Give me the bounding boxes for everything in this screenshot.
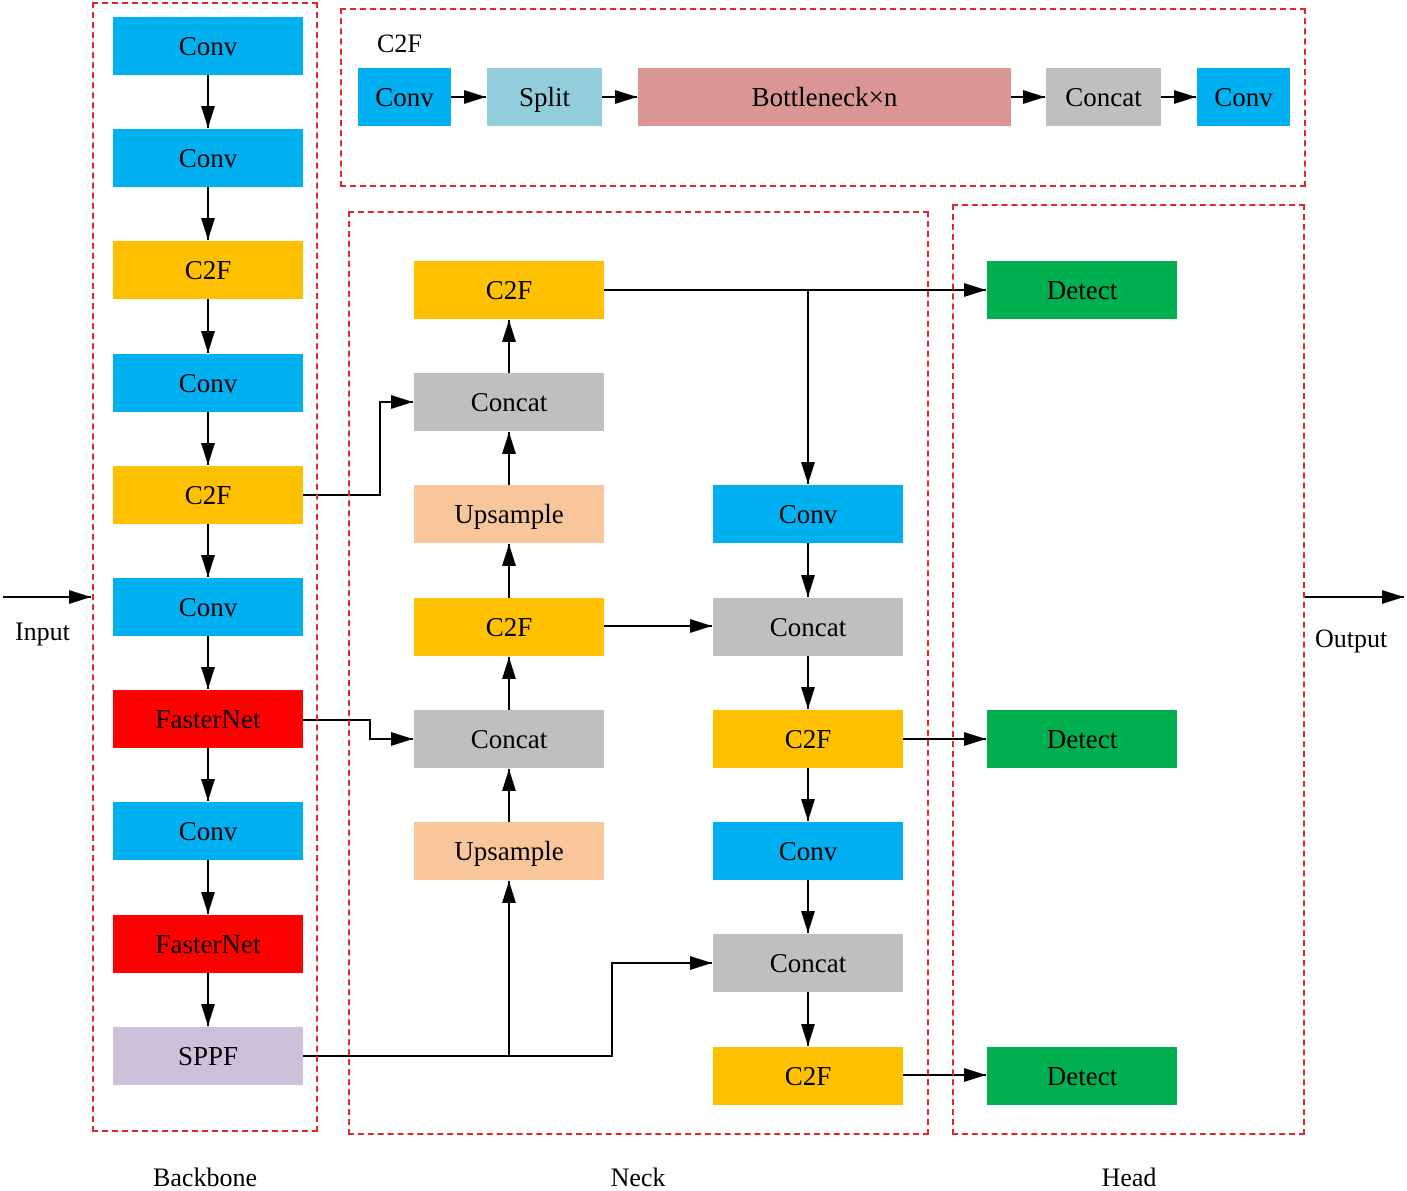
neck-concat-lower: Concat — [414, 710, 604, 768]
head-detect-2: Detect — [987, 710, 1177, 768]
neck-upsample-lower: Upsample — [414, 822, 604, 880]
c2f-legend-group — [340, 8, 1306, 187]
input-label: Input — [15, 617, 70, 646]
sppf-output-line — [303, 956, 712, 1057]
head-detect-1: Detect — [987, 261, 1177, 319]
c2f-legend-title: C2F — [377, 29, 422, 58]
neck-upsample-upper: Upsample — [414, 485, 604, 543]
output-label: Output — [1315, 624, 1388, 653]
legend-conv-out-block: Conv — [1197, 68, 1290, 126]
backbone-c2f-to-neck-concat-upper — [303, 395, 413, 496]
backbone-fasternet-to-neck-concat-lower — [303, 719, 413, 746]
neck-c2f-middle: C2F — [414, 598, 604, 656]
backbone-fasternet-2: FasterNet — [113, 915, 303, 973]
neck-c2f-top: C2F — [414, 261, 604, 319]
legend-concat-block: Concat — [1046, 68, 1161, 126]
backbone-conv-3: Conv — [113, 354, 303, 412]
neck-title: Neck — [610, 1163, 666, 1191]
legend-conv-in-block: Conv — [358, 68, 451, 126]
head-group — [952, 204, 1305, 1135]
neck-c2f-right-bottom: C2F — [713, 1047, 903, 1105]
backbone-c2f-2: C2F — [113, 466, 303, 524]
neck-conv-upper: Conv — [713, 485, 903, 543]
legend-bottleneck-block: Bottleneck×n — [638, 68, 1011, 126]
neck-concat-right-lower: Concat — [713, 934, 903, 992]
backbone-c2f-1: C2F — [113, 241, 303, 299]
backbone-title: Backbone — [153, 1163, 257, 1191]
backbone-group — [92, 2, 318, 1132]
legend-split-block: Split — [487, 68, 602, 126]
head-detect-3: Detect — [987, 1047, 1177, 1105]
neck-conv-lower: Conv — [713, 822, 903, 880]
head-title: Head — [1101, 1163, 1157, 1191]
backbone-conv-4: Conv — [113, 578, 303, 636]
backbone-conv-5: Conv — [113, 802, 303, 860]
neck-group — [348, 211, 929, 1135]
neck-concat-upper: Concat — [414, 373, 604, 431]
backbone-fasternet-1: FasterNet — [113, 690, 303, 748]
backbone-sppf: SPPF — [113, 1027, 303, 1085]
backbone-conv-2: Conv — [113, 129, 303, 187]
backbone-conv-1: Conv — [113, 17, 303, 75]
neck-concat-right-upper: Concat — [713, 598, 903, 656]
neck-c2f-right-middle: C2F — [713, 710, 903, 768]
